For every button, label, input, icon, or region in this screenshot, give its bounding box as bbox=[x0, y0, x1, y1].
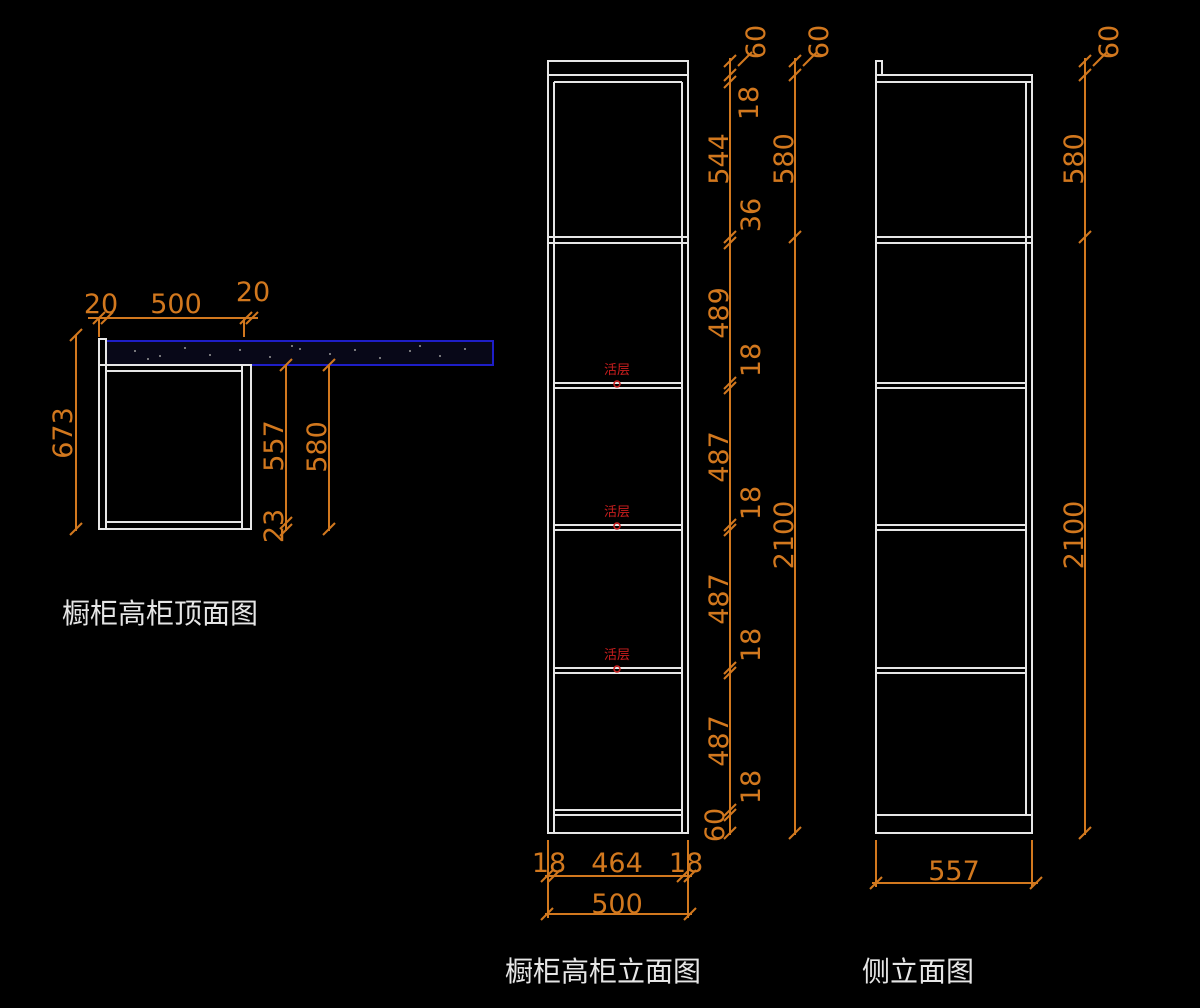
dim-total-height: 2100 bbox=[769, 501, 800, 570]
front-view-dims bbox=[540, 51, 818, 921]
side-view-dim-text: 60 580 2100 557 bbox=[928, 25, 1125, 887]
dim-bottom-panel: 18 bbox=[736, 770, 767, 804]
shelf-label-1: 活层 bbox=[604, 363, 630, 378]
top-view-title: 橱柜高柜顶面图 bbox=[62, 597, 259, 630]
countertop bbox=[105, 340, 494, 366]
dim-side-top-60: 60 bbox=[1094, 25, 1125, 59]
top-view-dims bbox=[69, 311, 336, 537]
front-view-dim-text: 60 18 544 36 489 18 487 18 487 18 487 18… bbox=[532, 25, 835, 920]
dim-upper-580: 580 bbox=[769, 133, 800, 185]
front-view-title: 橱柜高柜立面图 bbox=[505, 955, 702, 988]
cabinet-outer bbox=[547, 60, 689, 834]
dim-inner-depth: 557 bbox=[259, 420, 290, 472]
dim-top-60: 60 bbox=[741, 25, 772, 59]
cabinet-outline bbox=[98, 364, 252, 530]
dim-side-upper-580: 580 bbox=[1059, 133, 1090, 185]
dim-side-left: 18 bbox=[532, 848, 566, 879]
dim-top-width: 500 bbox=[150, 289, 202, 320]
side-view-title: 侧立面图 bbox=[862, 955, 975, 988]
dim-overall-depth: 673 bbox=[48, 407, 79, 459]
dim-divider-36: 36 bbox=[736, 198, 767, 232]
top-view-dim-text: 20 500 20 673 557 23 580 bbox=[48, 277, 333, 543]
dim-side-right: 18 bbox=[669, 848, 703, 879]
dim-top-panel-18: 18 bbox=[734, 86, 765, 120]
dim-side-depth: 557 bbox=[928, 856, 980, 887]
front-view bbox=[547, 60, 689, 834]
side-view bbox=[875, 60, 1033, 834]
side-view-dims bbox=[869, 51, 1108, 890]
dim-opening-1: 489 bbox=[704, 287, 735, 339]
shelf-labels: 活层 活层 活层 bbox=[604, 363, 630, 673]
dim-left-gap: 20 bbox=[84, 289, 118, 320]
dim-plinth: 60 bbox=[700, 808, 731, 842]
shelf-label-2: 活层 bbox=[604, 505, 630, 520]
dim-cabinet-depth: 580 bbox=[302, 421, 333, 473]
dim-upper-top-60: 60 bbox=[804, 25, 835, 59]
dim-side-total-height: 2100 bbox=[1059, 501, 1090, 570]
dim-shelf-1: 18 bbox=[736, 343, 767, 377]
dim-total-width: 500 bbox=[591, 889, 643, 920]
countertop-speckles bbox=[134, 345, 466, 360]
dim-inner-width: 464 bbox=[591, 848, 643, 879]
shelf-label-3: 活层 bbox=[604, 648, 630, 663]
dim-opening-3: 487 bbox=[704, 573, 735, 625]
dim-opening-4: 487 bbox=[704, 715, 735, 767]
dim-opening-2: 487 bbox=[704, 431, 735, 483]
dim-bottom-small: 23 bbox=[259, 509, 290, 543]
dim-upper-opening: 544 bbox=[704, 133, 735, 185]
dim-shelf-3: 18 bbox=[736, 628, 767, 662]
dim-shelf-2: 18 bbox=[736, 486, 767, 520]
top-view bbox=[98, 338, 494, 530]
dim-right-gap: 20 bbox=[236, 277, 270, 308]
side-outer bbox=[875, 74, 1033, 834]
